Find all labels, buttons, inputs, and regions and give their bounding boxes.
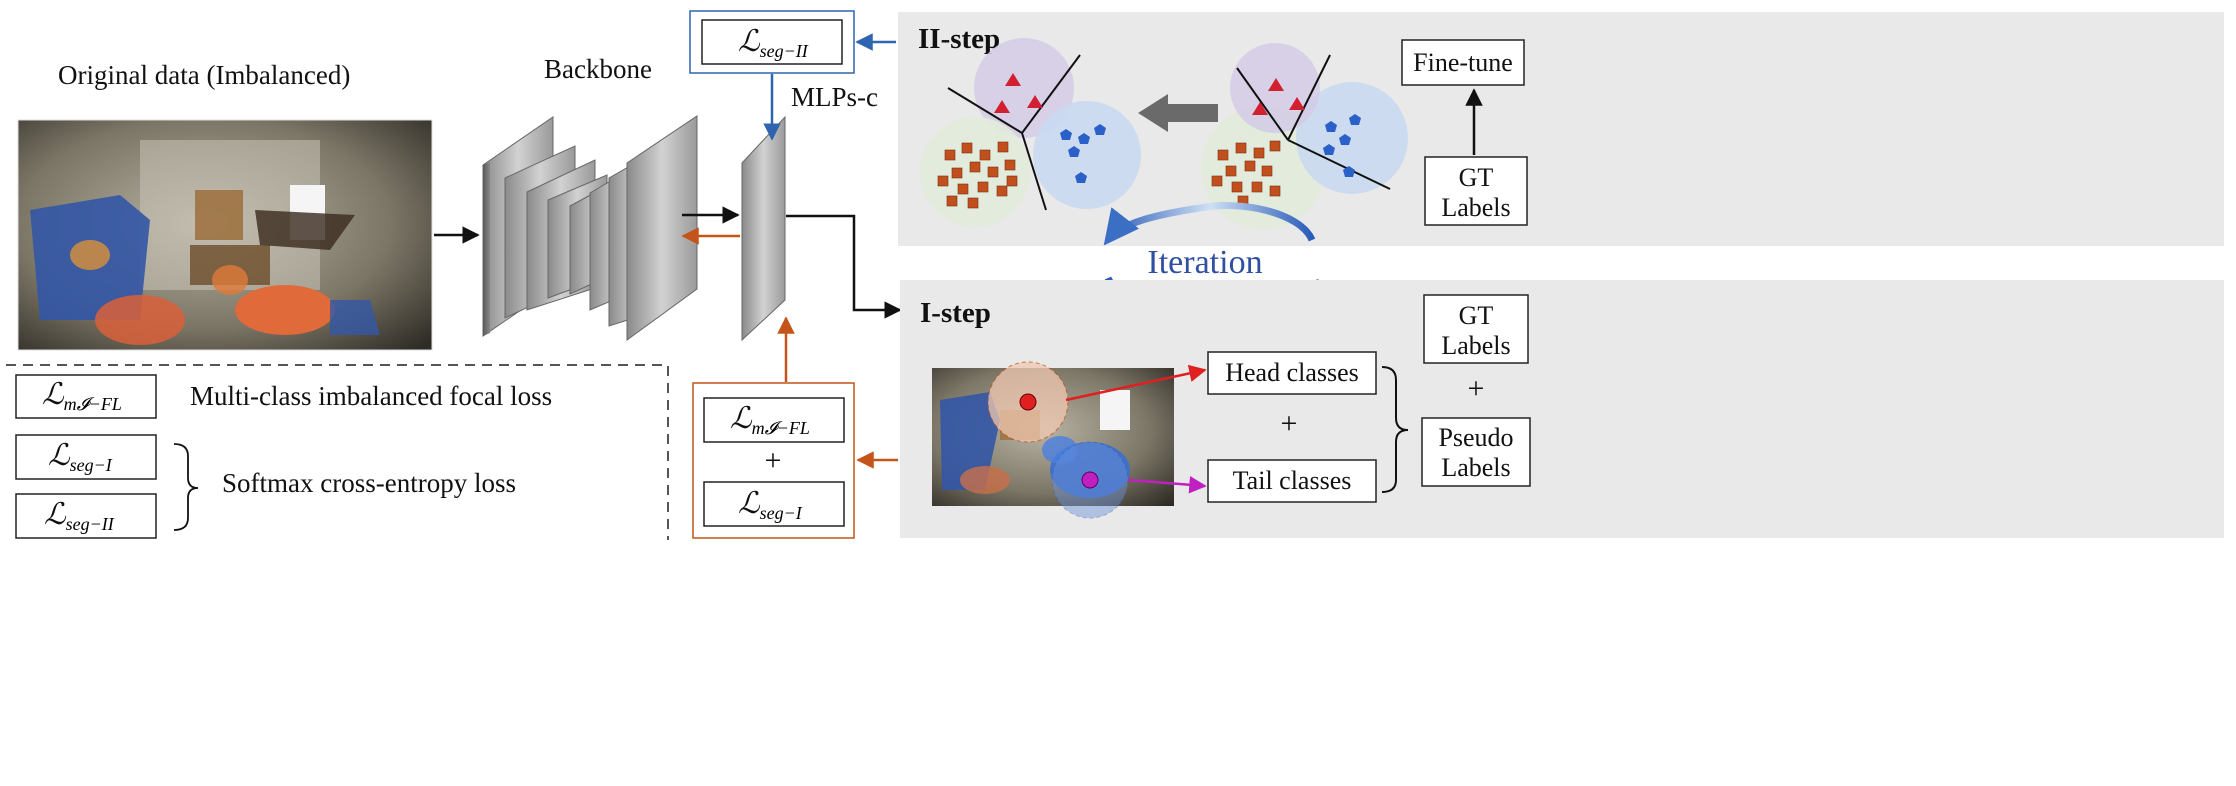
pseudo-labels-box <box>1421 417 1531 487</box>
ii-step-right-cluster-plot <box>1201 43 1408 230</box>
focal-loss-description: Multi-class imbalanced focal loss <box>190 381 552 411</box>
gt-labels-top-line1: GT <box>1459 163 1494 192</box>
combined-seg-i-loss: ℒseg−I <box>738 487 803 523</box>
gt-labels-box-bottom <box>1423 294 1529 364</box>
legend-mi-fl-loss: ℒm𝓘−FL <box>42 378 122 414</box>
softmax-loss-description: Softmax cross-entropy loss <box>222 468 516 498</box>
gt-labels-top-line2: Labels <box>1441 193 1510 222</box>
iteration-label: Iteration <box>1147 244 1262 281</box>
mlp-to-i-step-arrow <box>786 214 902 319</box>
legend-seg-i-box <box>15 434 157 480</box>
seg-ii-loss-inner-box <box>701 19 843 65</box>
original-pointcloud-image <box>17 119 433 351</box>
legend-brace <box>173 443 199 531</box>
combined-mi-fl-box <box>703 397 845 443</box>
cluster-update-arrow <box>1138 94 1218 132</box>
gt-pseudo-plus: + <box>1468 372 1485 405</box>
head-classes-label: Head classes <box>1225 358 1359 387</box>
ii-step-label: II-step <box>918 23 1000 55</box>
tail-class-dot <box>1081 471 1099 489</box>
seg-ii-loss-outer-box <box>689 10 855 74</box>
head-class-arrow <box>1065 364 1207 402</box>
legend-seg-ii-loss: ℒseg−II <box>44 498 115 534</box>
head-class-dot <box>1019 393 1037 411</box>
backbone-network <box>482 115 698 341</box>
classes-brace <box>1381 366 1409 493</box>
combined-loss-plus: + <box>765 444 782 477</box>
original-data-label: Original data (Imbalanced) <box>58 60 350 90</box>
combined-mi-fl-loss: ℒm𝓘−FL <box>730 402 810 438</box>
pseudo-labels-line2: Labels <box>1441 453 1510 482</box>
legend-mi-fl-box <box>15 374 157 419</box>
combined-seg-i-box <box>703 481 845 527</box>
mlps-c-label: MLPs-c <box>791 82 878 112</box>
pseudo-labels-line1: Pseudo <box>1438 423 1513 452</box>
legend-seg-ii-box <box>15 493 157 539</box>
tail-classes-box <box>1207 459 1377 503</box>
combined-loss-outer-box <box>692 382 855 539</box>
tail-class-arrow <box>1127 476 1207 494</box>
fine-tune-label: Fine-tune <box>1413 48 1513 77</box>
seg-ii-loss-top: ℒseg−II <box>738 25 809 61</box>
head-tail-plus: + <box>1281 407 1298 440</box>
head-classes-box <box>1207 351 1377 395</box>
legend-seg-i-loss: ℒseg−I <box>48 439 113 475</box>
gt-labels-bottom-line2: Labels <box>1441 331 1510 360</box>
gt-labels-box-top <box>1424 156 1528 226</box>
tail-classes-label: Tail classes <box>1233 466 1352 495</box>
backbone-label: Backbone <box>544 54 652 84</box>
fine-tune-box <box>1401 39 1525 86</box>
mlps-c-layer <box>741 115 786 342</box>
gt-labels-bottom-line1: GT <box>1459 301 1494 330</box>
ii-step-left-cluster-plot <box>920 38 1141 227</box>
i-step-label: I-step <box>920 297 991 329</box>
